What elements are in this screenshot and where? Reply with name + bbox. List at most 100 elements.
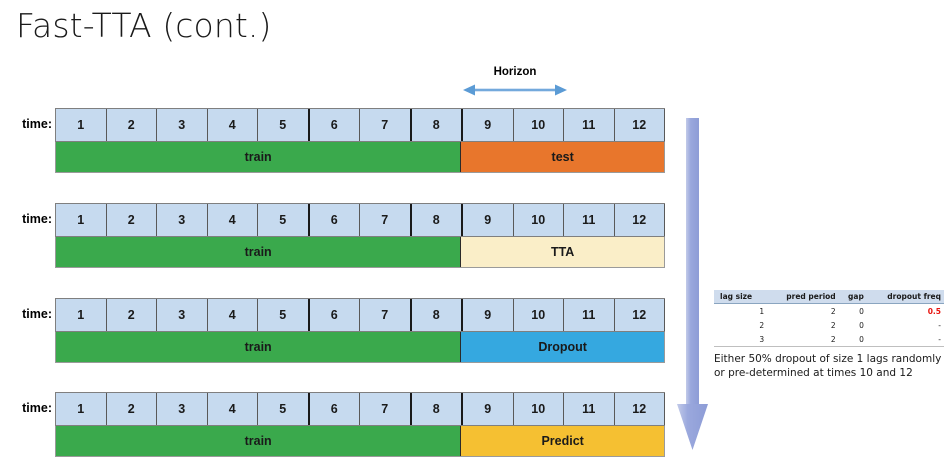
- column-header-pred-period: pred period: [767, 290, 839, 304]
- time-cell-5[interactable]: 5: [258, 109, 310, 141]
- time-cell-strip: 1 2 3 4 5 6 7 8 9 10 11 12: [55, 392, 665, 426]
- time-cell-7[interactable]: 7: [360, 299, 412, 331]
- page-title: Fast-TTA (cont.): [16, 6, 272, 45]
- time-cell-strip: 1 2 3 4 5 6 7 8 9 10 11 12: [55, 203, 665, 237]
- time-cell-8[interactable]: 8: [411, 204, 463, 236]
- time-cell-4[interactable]: 4: [207, 299, 258, 331]
- timeline-row: time: 1 2 3 4 5 6 7 8 9 10 11 12 train D…: [0, 298, 700, 364]
- time-cell-12[interactable]: 12: [614, 393, 665, 425]
- down-arrow-icon: [677, 118, 708, 450]
- time-cell-8[interactable]: 8: [411, 299, 463, 331]
- time-cell-11[interactable]: 11: [564, 204, 615, 236]
- segment-bar-strip: train Dropout: [55, 332, 665, 363]
- time-cell-3[interactable]: 3: [157, 299, 208, 331]
- segment-bar-strip: train test: [55, 142, 665, 173]
- time-cell-11[interactable]: 11: [564, 299, 615, 331]
- time-cell-11[interactable]: 11: [564, 109, 615, 141]
- timeline-row: time: 1 2 3 4 5 6 7 8 9 10 11 12 train t…: [0, 108, 700, 174]
- time-cell-2[interactable]: 2: [106, 299, 157, 331]
- column-header-gap: gap: [838, 290, 867, 304]
- time-cell-8[interactable]: 8: [411, 109, 463, 141]
- horizon-annotation: Horizon: [463, 66, 567, 104]
- cell-gap: 0: [859, 306, 864, 316]
- parameter-info-block: lag size pred period gap dropout freq 1 …: [714, 290, 944, 380]
- time-cell-1[interactable]: 1: [56, 109, 107, 141]
- horizon-label: Horizon: [493, 66, 537, 78]
- parameter-table: lag size pred period gap dropout freq 1 …: [714, 290, 944, 347]
- cell-dropout-freq: 0.5: [927, 306, 941, 316]
- segment-bar-strip: train TTA: [55, 237, 665, 268]
- timeline-row: time: 1 2 3 4 5 6 7 8 9 10 11 12 train T…: [0, 203, 700, 269]
- segment-dropout[interactable]: Dropout: [461, 332, 664, 362]
- column-header-lag-size: lag size: [714, 290, 768, 304]
- segment-train[interactable]: train: [56, 142, 462, 172]
- time-cell-2[interactable]: 2: [106, 393, 157, 425]
- time-cell-12[interactable]: 12: [614, 299, 665, 331]
- table-header-row: lag size pred period gap dropout freq: [714, 290, 944, 304]
- segment-tta[interactable]: TTA: [461, 237, 664, 267]
- time-cell-4[interactable]: 4: [207, 109, 258, 141]
- time-cell-5[interactable]: 5: [258, 393, 310, 425]
- time-cell-2[interactable]: 2: [106, 204, 157, 236]
- time-axis-label: time:: [22, 212, 52, 226]
- cell-lag-size: 1: [759, 306, 765, 316]
- time-cell-1[interactable]: 1: [56, 299, 107, 331]
- time-cell-12[interactable]: 12: [614, 204, 665, 236]
- segment-train[interactable]: train: [56, 237, 462, 267]
- time-cell-9[interactable]: 9: [463, 204, 514, 236]
- time-cell-11[interactable]: 11: [564, 393, 615, 425]
- time-cell-7[interactable]: 7: [360, 204, 412, 236]
- table-row: 2 2 0 -: [714, 318, 944, 332]
- time-cell-5[interactable]: 5: [258, 299, 310, 331]
- time-cell-6[interactable]: 6: [309, 204, 360, 236]
- cell-gap: 0: [859, 320, 864, 330]
- time-cell-1[interactable]: 1: [56, 393, 107, 425]
- time-cell-3[interactable]: 3: [157, 393, 208, 425]
- time-axis-label: time:: [22, 401, 52, 415]
- time-cell-strip: 1 2 3 4 5 6 7 8 9 10 11 12: [55, 298, 665, 332]
- time-cell-6[interactable]: 6: [309, 393, 360, 425]
- segment-train[interactable]: train: [56, 426, 462, 456]
- time-axis-label: time:: [22, 117, 52, 131]
- cell-dropout-freq: -: [866, 332, 944, 347]
- time-cell-4[interactable]: 4: [207, 204, 258, 236]
- cell-pred-period: 2: [767, 332, 839, 347]
- time-cell-6[interactable]: 6: [309, 299, 360, 331]
- segment-test[interactable]: test: [461, 142, 664, 172]
- segment-predict[interactable]: Predict: [461, 426, 664, 456]
- time-cell-9[interactable]: 9: [463, 393, 514, 425]
- table-row: 3 2 0 -: [714, 332, 944, 347]
- time-cell-1[interactable]: 1: [56, 204, 107, 236]
- time-cell-10[interactable]: 10: [513, 204, 564, 236]
- cell-pred-period: 2: [830, 306, 836, 316]
- time-cell-3[interactable]: 3: [157, 109, 208, 141]
- time-cell-7[interactable]: 7: [360, 109, 412, 141]
- cell-lag-size: 2: [759, 320, 765, 330]
- time-axis-label: time:: [22, 307, 52, 321]
- cell-pred-period: 2: [830, 320, 836, 330]
- cell-gap: 0: [838, 332, 867, 347]
- timeline-row: time: 1 2 3 4 5 6 7 8 9 10 11 12 train P…: [0, 392, 700, 458]
- time-cell-strip: 1 2 3 4 5 6 7 8 9 10 11 12: [55, 108, 665, 142]
- time-cell-2[interactable]: 2: [106, 109, 157, 141]
- time-cell-8[interactable]: 8: [411, 393, 463, 425]
- cell-dropout-freq: -: [938, 320, 941, 330]
- segment-train[interactable]: train: [56, 332, 462, 362]
- time-cell-3[interactable]: 3: [157, 204, 208, 236]
- time-cell-10[interactable]: 10: [513, 109, 564, 141]
- segment-bar-strip: train Predict: [55, 426, 665, 457]
- time-cell-9[interactable]: 9: [463, 109, 514, 141]
- time-cell-7[interactable]: 7: [360, 393, 412, 425]
- table-caption: Either 50% dropout of size 1 lags random…: [714, 353, 942, 380]
- time-cell-10[interactable]: 10: [513, 299, 564, 331]
- time-cell-5[interactable]: 5: [258, 204, 310, 236]
- time-cell-6[interactable]: 6: [309, 109, 360, 141]
- double-headed-horizontal-arrow-icon: [463, 84, 567, 96]
- column-header-dropout-freq: dropout freq: [866, 290, 944, 304]
- table-row: 1 2 0 0.5: [714, 304, 944, 319]
- time-cell-12[interactable]: 12: [614, 109, 665, 141]
- time-cell-9[interactable]: 9: [463, 299, 514, 331]
- time-cell-4[interactable]: 4: [207, 393, 258, 425]
- time-cell-10[interactable]: 10: [513, 393, 564, 425]
- cell-lag-size: 3: [714, 332, 768, 347]
